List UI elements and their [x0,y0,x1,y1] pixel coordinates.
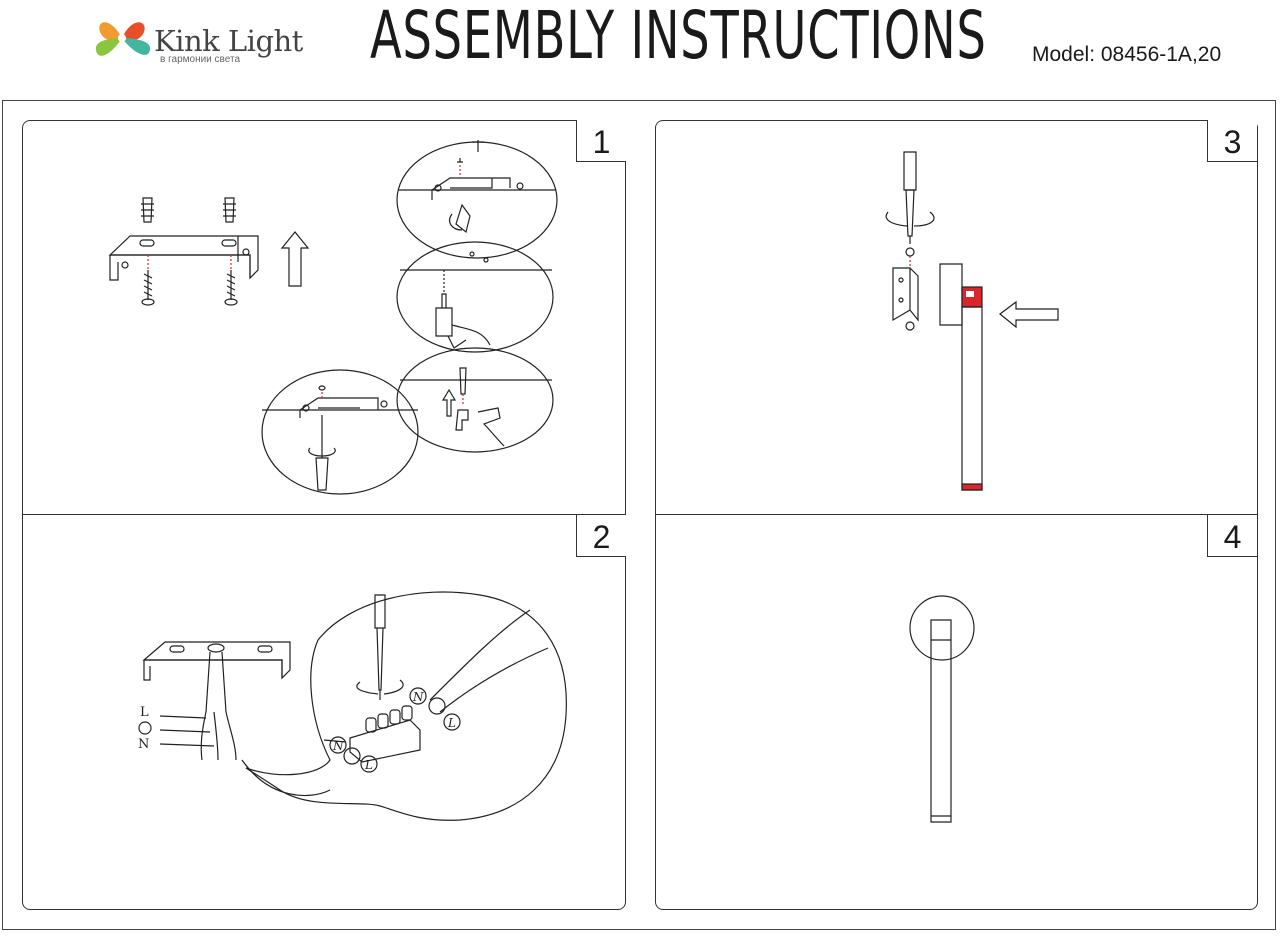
right-divider [655,514,1258,515]
step-3-number: 3 [1207,120,1257,162]
step-4-finished-lamp [909,595,975,823]
step-2-number: 2 [576,515,626,557]
terminal-label-n-1: N [332,739,344,753]
step-1-inset-mount [396,140,558,259]
step-3-attach-diagram [885,151,1059,491]
terminal-label-l-1: L [364,758,373,772]
terminal-label-n-2: N [412,690,424,704]
model-number: Model: 08456-1A,20 [1032,43,1222,66]
step-1-number: 1 [576,120,626,162]
right-panel [655,120,1258,910]
step-2-terminal-inset [245,591,567,821]
step-1-inset-anchor [396,347,554,453]
step-2-wiring-diagram [138,641,331,797]
instructions-frame [2,100,1276,930]
step-4-number: 4 [1207,515,1257,557]
wire-label-l: L [140,705,149,720]
left-divider [22,514,626,515]
brand-logo: Kink Light в гармонии света [92,10,303,70]
terminal-label-l-2: L [447,716,456,730]
wire-label-n: N [138,737,149,752]
step-1-bracket-diagram [108,197,310,306]
step-1-inset-drill [396,241,554,353]
logo-flower-icon [95,22,151,56]
step-1-inset-screwdriver [261,369,419,495]
brand-tagline: в гармонии света [160,54,241,65]
brand-name: Kink Light [154,24,303,58]
